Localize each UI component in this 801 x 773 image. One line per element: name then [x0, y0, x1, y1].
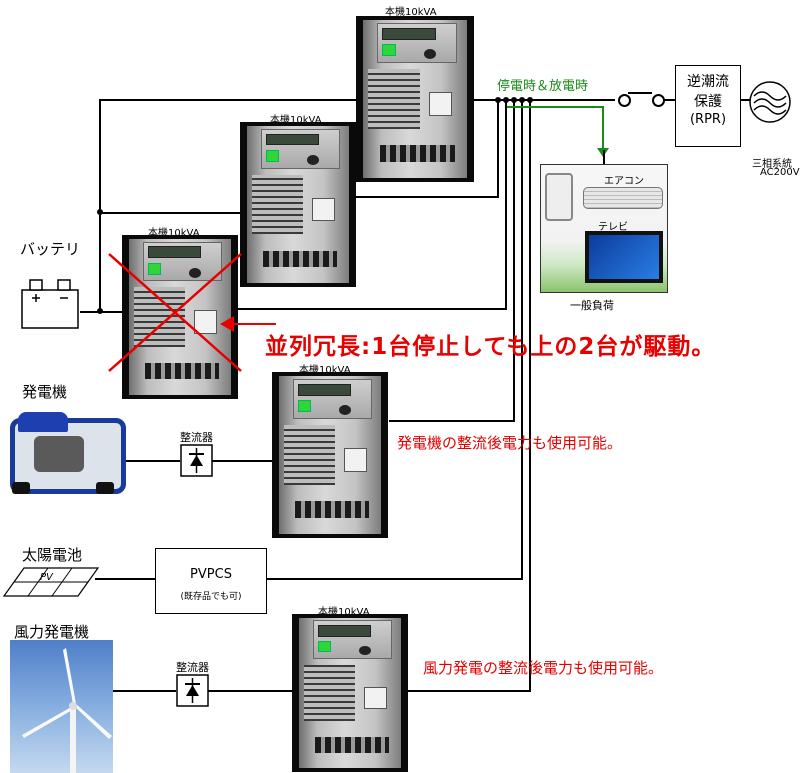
unit2-label: 本機10kVA [270, 115, 322, 126]
pvpcs-box [155, 548, 267, 614]
unit3-right-wire [238, 308, 507, 310]
solar-panel-icon [2, 567, 100, 597]
wind-note: 風力発電の整流後電力も使用可能。 [423, 659, 664, 677]
rectifier-icon [176, 674, 209, 707]
load-wire [603, 150, 605, 164]
pvpcs-right-wire [265, 578, 523, 580]
redundancy-arrow-icon [220, 316, 276, 332]
outlet-icon [545, 173, 573, 221]
unit1-right-wire [474, 99, 476, 101]
unit4-label: 本機10kVA [299, 365, 351, 376]
unit2-left-wire [100, 212, 242, 214]
generator-image [6, 410, 126, 495]
junction-dot [97, 209, 103, 215]
pvpcs-title: PVPCS [190, 567, 232, 582]
solar-wire [95, 578, 155, 580]
battery-label: バッテリ [20, 240, 81, 258]
junction-dot [527, 97, 533, 103]
junction-dot [495, 97, 501, 103]
rectifier-label-wind: 整流器 [176, 661, 209, 674]
outage-line-h [507, 106, 604, 108]
unit4-right-wire [389, 420, 515, 422]
rpr-line1: 逆潮流 [687, 74, 729, 90]
unit3-right-vert [505, 99, 507, 310]
solar-label: 太陽電池 [22, 546, 83, 564]
generator-wire [120, 460, 180, 462]
rectifier-label-generator: 整流器 [180, 431, 213, 444]
unit2-right-vert [497, 99, 499, 198]
breaker-contact-icon [618, 94, 631, 107]
rpr-box [675, 65, 741, 147]
wind-turbine-image [10, 640, 113, 773]
rpr-line3: (RPR) [689, 112, 727, 127]
aircon-icon [583, 187, 663, 209]
outage-label: 停電時＆放電時 [497, 79, 589, 94]
breaker-lever [628, 92, 652, 94]
inverter-unit-5 [292, 614, 408, 772]
unit1-label: 本機10kVA [385, 7, 437, 18]
rectifier-icon [180, 444, 213, 477]
wind-rect-wire [208, 690, 292, 692]
tv-icon [585, 231, 663, 283]
junction-dot [519, 97, 525, 103]
generator-rect-wire [212, 460, 272, 462]
load-caption: 一般負荷 [570, 299, 614, 312]
junction-dot [97, 308, 103, 314]
battery-icon [21, 279, 79, 329]
unit2-right-wire [355, 196, 498, 198]
wind-label: 風力発電機 [14, 623, 90, 641]
junction-dot [503, 97, 509, 103]
bus-to-rpr-wire [663, 99, 676, 101]
unit4-right-vert [513, 99, 515, 422]
inverter-unit-1 [356, 16, 474, 182]
pvpcs-right-vert [521, 99, 523, 580]
unit3-label: 本機10kVA [148, 228, 200, 239]
left-bus [99, 99, 101, 313]
aircon-label: エアコン [604, 176, 644, 187]
pvpcs-note: (既存品でも可) [180, 592, 242, 602]
generator-label: 発電機 [22, 383, 68, 401]
unit5-label: 本機10kVA [318, 607, 370, 618]
grid-label-1: 三相系統 [752, 159, 792, 170]
unit5-right-wire [408, 690, 531, 692]
stopped-cross-icon [108, 253, 242, 372]
ac-source-icon [749, 81, 791, 123]
inverter-unit-2 [240, 122, 356, 287]
wind-wire [113, 690, 176, 692]
unit5-right-vert [529, 99, 531, 692]
rpr-line2: 保護 [694, 94, 722, 110]
load-image [540, 164, 668, 293]
redundancy-note: 並列冗長:1台停止しても上の2台が駆動。 [265, 334, 716, 360]
grid-label-2: AC200V [760, 167, 800, 178]
inverter-unit-4 [272, 372, 388, 538]
rpr-to-grid-wire [740, 99, 750, 101]
tv-label: テレビ [598, 222, 628, 233]
outage-line-v [602, 106, 604, 150]
solar-pv-label: PV [40, 572, 53, 583]
junction-dot [511, 97, 517, 103]
generator-note: 発電機の整流後電力も使用可能。 [397, 434, 623, 452]
